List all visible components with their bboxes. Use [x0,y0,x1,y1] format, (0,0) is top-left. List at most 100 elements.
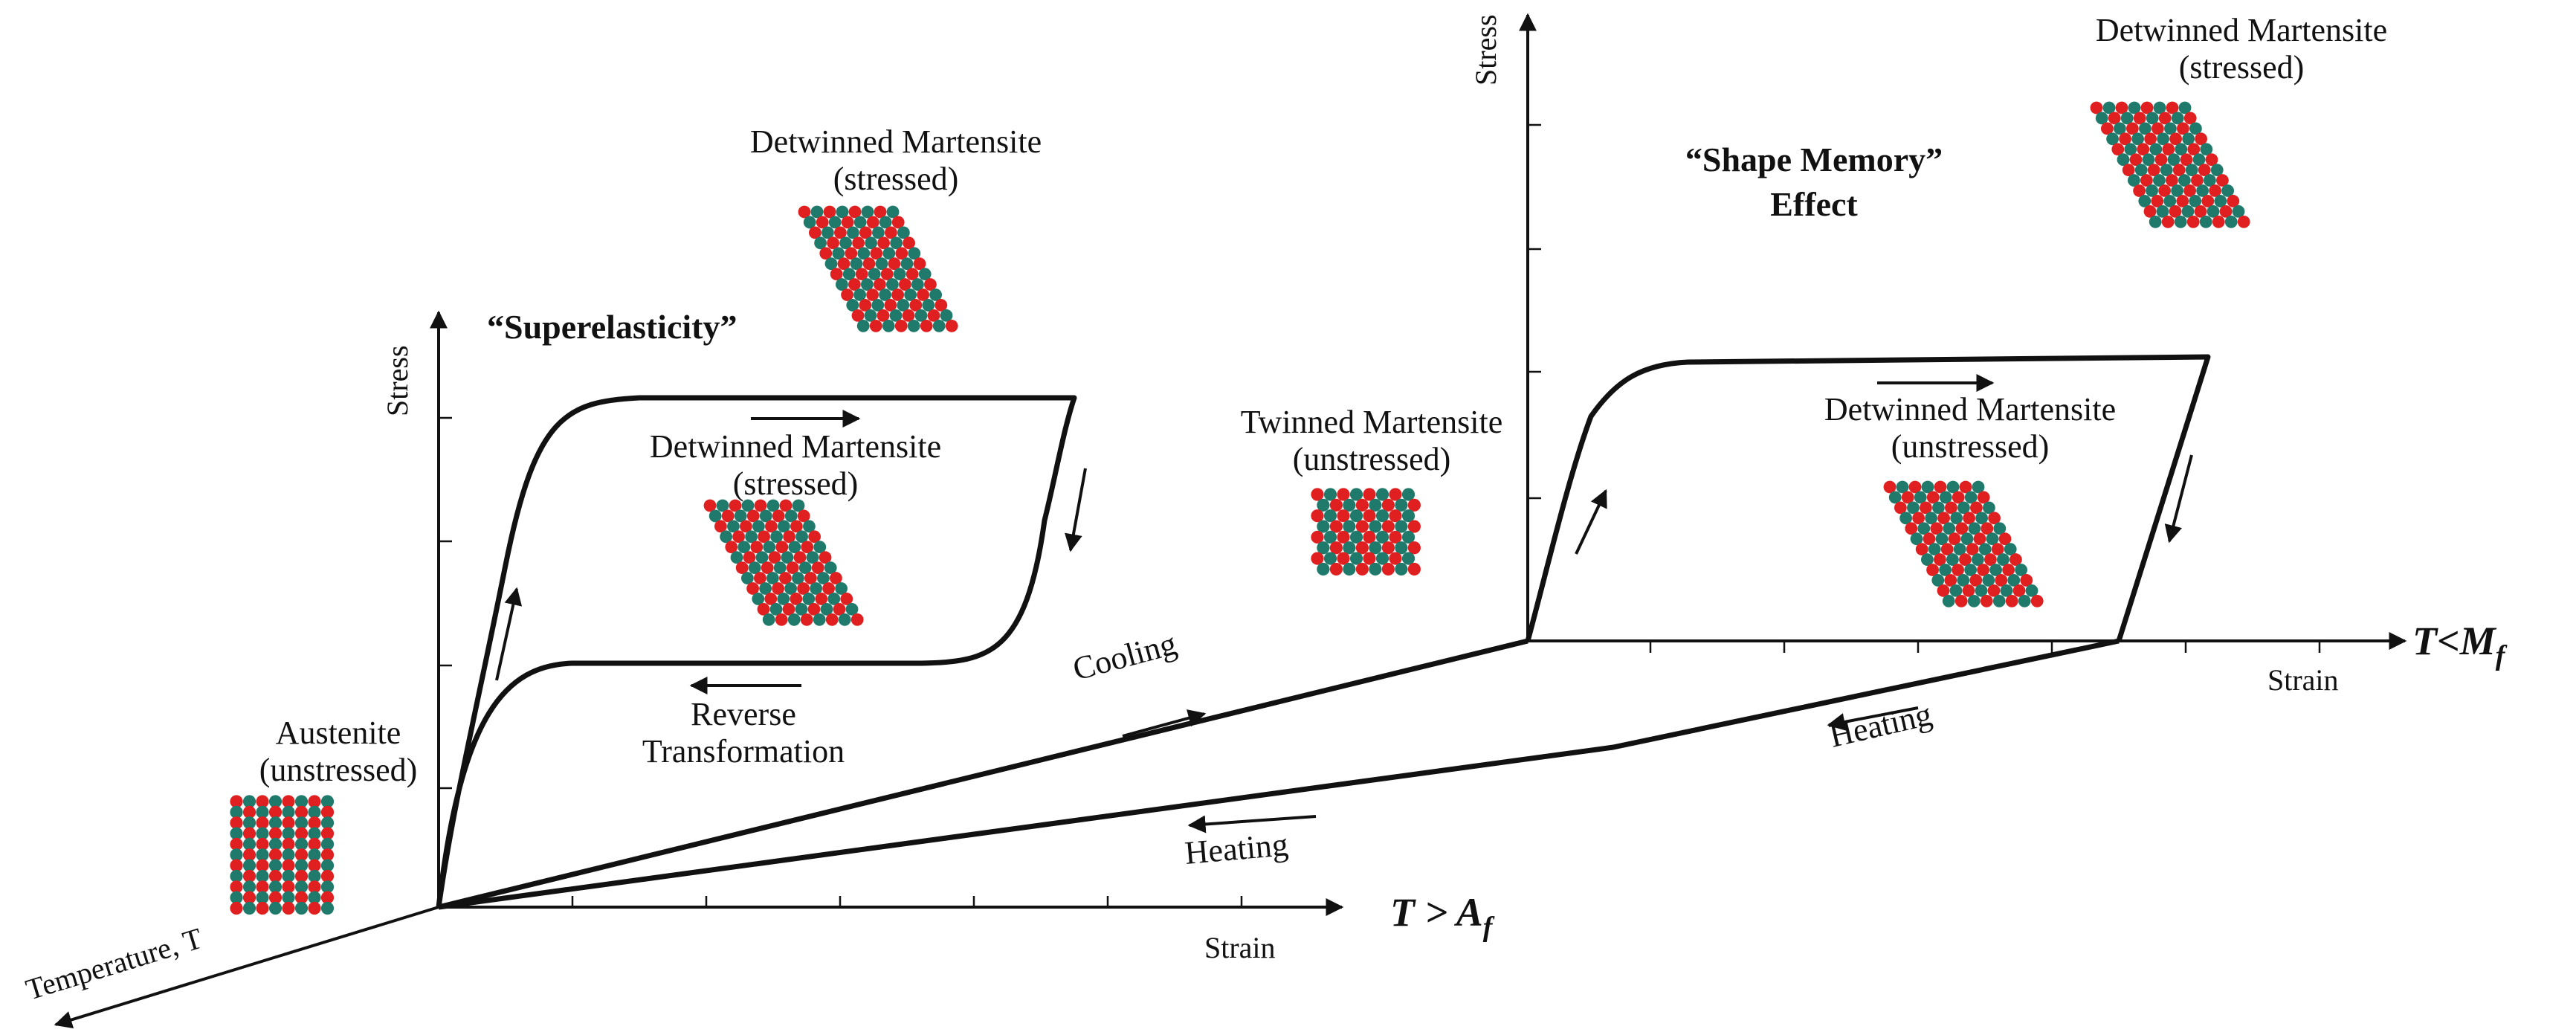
atom [230,869,243,883]
atom [809,226,821,239]
left-stress-label: Stress [381,345,414,416]
atom [899,278,911,291]
atom [894,319,908,332]
atom [2115,101,2128,115]
atom [866,288,879,301]
atom [875,257,888,271]
atom [752,520,765,533]
atom [716,499,729,512]
atom [2147,164,2160,177]
atom [294,891,309,904]
atom [869,319,882,332]
atom [807,603,821,616]
atom [1992,594,2006,607]
atom [908,247,921,260]
atom [790,593,803,605]
atom [1920,501,1932,515]
superelastic-loop [436,395,1087,908]
atom [2237,215,2250,228]
atom [1925,512,1938,525]
atom [2200,143,2213,156]
atom [762,613,775,626]
atom [1381,562,1395,576]
atom [2161,215,2175,228]
atom [1982,574,1995,587]
right-condition-main: T<M [2412,619,2497,663]
atom [308,869,321,883]
atom [1940,543,1954,556]
atom [872,226,885,239]
atom [1883,480,1897,494]
atom [877,309,890,322]
atom [2015,564,2028,576]
atom [1937,512,1951,525]
atom [256,827,269,840]
atom [1311,488,1324,501]
reverse-sublabel: Transformation [642,733,845,770]
atom [256,848,269,862]
atom [320,795,335,808]
atom [2146,184,2159,197]
atom [929,288,942,301]
atom [833,603,846,616]
atom [1343,520,1356,533]
atom [2129,153,2143,167]
atom [1946,480,1960,494]
atom [2227,195,2240,207]
atom [2163,195,2177,207]
atom [815,593,828,605]
atom [2018,594,2031,607]
atom [2114,122,2126,135]
atom [862,257,876,271]
atom [2185,164,2198,177]
twinned-lattice [1311,488,1421,576]
atom [2214,195,2227,207]
atom [1963,512,1976,525]
atom [1375,509,1389,523]
atom [754,499,767,512]
twinned-label: Twinned Martensite [1241,404,1503,440]
atom [1908,480,1922,494]
atom [230,827,243,840]
atom [242,795,256,808]
atom [1395,562,1408,576]
atom [2004,543,2017,556]
atom [242,837,256,851]
atom [775,541,789,554]
atom [825,613,839,626]
atom [2149,215,2162,228]
atom [1972,480,1985,494]
atom [770,530,783,544]
atom [1363,530,1376,544]
atom [242,816,256,830]
atom [834,226,847,239]
atom [795,603,808,616]
atom [320,880,335,894]
left-axes [54,310,1344,1029]
atom [804,572,817,584]
atom [2002,564,2015,576]
atom [779,499,793,512]
atom [1395,498,1408,512]
atom [784,509,798,523]
atom [808,530,821,544]
atom [294,837,309,851]
atom [320,837,335,851]
atom [848,278,861,291]
atom [734,509,747,523]
atom [927,309,940,322]
left-condition-main: T > A [1390,890,1483,935]
atom [893,268,906,281]
atom [746,582,759,595]
atom [1317,541,1330,555]
atom [2158,184,2172,197]
atom [802,593,816,605]
atom [1975,512,1989,525]
atom [1323,509,1337,523]
atom [2169,132,2183,146]
atom [768,551,781,564]
atom [940,309,953,322]
atom [294,805,309,819]
atom [308,891,321,904]
atom [827,593,841,605]
